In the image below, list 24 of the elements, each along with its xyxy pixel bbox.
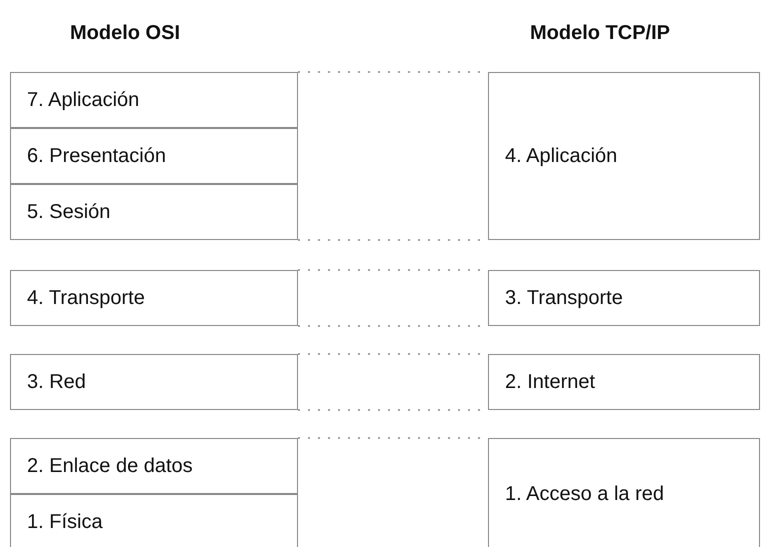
layer-name: 1. Acceso a la red bbox=[505, 482, 664, 506]
layer-box bbox=[10, 270, 298, 326]
column-heading: Modelo TCP/IP bbox=[530, 22, 670, 45]
layer-box bbox=[10, 128, 298, 184]
layer-box bbox=[10, 184, 298, 240]
layer-box bbox=[488, 270, 760, 326]
layer-box bbox=[488, 438, 760, 547]
layer-box bbox=[10, 494, 298, 547]
layer-box bbox=[488, 72, 760, 240]
layer-name: 3. Red bbox=[27, 370, 86, 394]
layer-name: 1. Física bbox=[27, 510, 103, 534]
column-heading: Modelo OSI bbox=[70, 22, 180, 45]
layer-name: 6. Presentación bbox=[27, 144, 166, 168]
layer-name: 4. Transporte bbox=[27, 286, 145, 310]
layer-box bbox=[10, 72, 298, 128]
layer-box bbox=[10, 438, 298, 494]
layer-box bbox=[488, 354, 760, 410]
layer-name: 2. Internet bbox=[505, 370, 596, 394]
layer-name: 5. Sesión bbox=[27, 200, 110, 224]
layer-box bbox=[10, 354, 298, 410]
layer-name: 7. Aplicación bbox=[27, 88, 140, 112]
layer-name: 4. Aplicación bbox=[505, 144, 618, 168]
layer-name: 2. Enlace de datos bbox=[27, 454, 193, 478]
layer-name: 3. Transporte bbox=[505, 286, 623, 310]
